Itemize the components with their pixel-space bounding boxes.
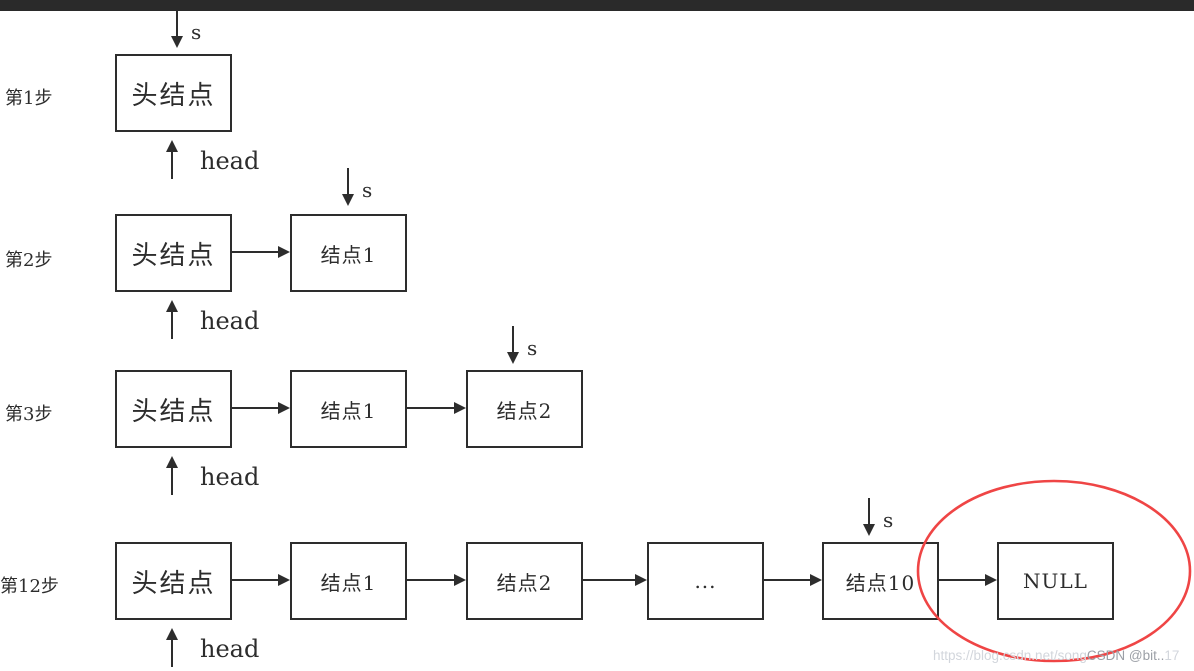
up-arrow-line xyxy=(171,639,173,667)
next-pointer-arrow-icon xyxy=(764,574,822,586)
up-arrow-icon xyxy=(166,456,178,468)
s-pointer-label: s xyxy=(191,20,202,44)
node-box-null: NULL xyxy=(997,542,1114,620)
watermark-suffix: 17 xyxy=(1164,648,1180,663)
node-label: 结点1 xyxy=(320,242,377,267)
s-pointer: s xyxy=(171,10,211,48)
s-pointer: s xyxy=(507,326,547,364)
s-pointer-label: s xyxy=(362,178,373,202)
node-box-1: 结点1 xyxy=(290,214,407,292)
node-label: 头结点 xyxy=(131,568,216,599)
node-label: 头结点 xyxy=(131,240,216,271)
down-arrow-line xyxy=(176,10,178,37)
node-label: 头结点 xyxy=(131,80,216,111)
next-pointer-arrow-icon xyxy=(583,574,647,586)
node-box-head: 头结点 xyxy=(115,370,232,448)
node-label: 结点2 xyxy=(496,398,553,423)
down-arrow-line xyxy=(512,326,514,353)
down-arrow-icon xyxy=(171,36,183,48)
watermark-overlay: CSDN @bit.. xyxy=(1086,648,1165,663)
head-pointer-label: head xyxy=(200,635,260,663)
next-pointer-arrow-icon xyxy=(939,574,997,586)
next-pointer-arrow-icon xyxy=(232,402,290,414)
watermark: https://blog.csdn.net/songCSDN @bit..17 xyxy=(933,648,1179,663)
down-arrow-icon xyxy=(863,524,875,536)
up-arrow-icon xyxy=(166,140,178,152)
head-pointer-label: head xyxy=(200,147,260,175)
head-pointer-label: head xyxy=(200,307,260,335)
s-pointer-label: s xyxy=(527,336,538,360)
step-label-1: 第1步 xyxy=(5,88,53,109)
node-box-ellipsis: ... xyxy=(647,542,764,620)
up-arrow-line xyxy=(171,311,173,339)
head-pointer-label: head xyxy=(200,463,260,491)
node-box-head: 头结点 xyxy=(115,214,232,292)
s-pointer: s xyxy=(863,498,903,536)
node-box-head: 头结点 xyxy=(115,542,232,620)
up-arrow-icon xyxy=(166,628,178,640)
down-arrow-icon xyxy=(507,352,519,364)
head-pointer: head xyxy=(166,300,296,340)
next-pointer-arrow-icon xyxy=(232,574,290,586)
next-pointer-arrow-icon xyxy=(232,246,290,258)
node-box-10: 结点10 xyxy=(822,542,939,620)
step-label-3: 第3步 xyxy=(5,404,53,425)
next-pointer-arrow-icon xyxy=(407,574,466,586)
head-pointer: head xyxy=(166,628,296,668)
step-label-12: 第12步 xyxy=(0,576,59,597)
node-box-1: 结点1 xyxy=(290,370,407,448)
s-pointer: s xyxy=(342,168,382,206)
node-label: NULL xyxy=(1023,569,1088,593)
node-box-head: 头结点 xyxy=(115,54,232,132)
s-pointer-label: s xyxy=(883,508,894,532)
down-arrow-line xyxy=(868,498,870,525)
node-label: 结点1 xyxy=(320,570,377,595)
node-box-1: 结点1 xyxy=(290,542,407,620)
node-box-2: 结点2 xyxy=(466,542,583,620)
up-arrow-icon xyxy=(166,300,178,312)
top-black-bar xyxy=(0,0,1194,11)
node-label: ... xyxy=(694,569,717,593)
watermark-url: https://blog.csdn.net/song xyxy=(933,648,1087,663)
node-label: 结点10 xyxy=(845,570,916,595)
next-pointer-arrow-icon xyxy=(407,402,466,414)
down-arrow-icon xyxy=(342,194,354,206)
step-label-2: 第2步 xyxy=(5,250,53,271)
up-arrow-line xyxy=(171,151,173,179)
node-label: 结点1 xyxy=(320,398,377,423)
head-pointer: head xyxy=(166,456,296,496)
head-pointer: head xyxy=(166,140,296,180)
down-arrow-line xyxy=(347,168,349,195)
up-arrow-line xyxy=(171,467,173,495)
node-box-2: 结点2 xyxy=(466,370,583,448)
node-label: 结点2 xyxy=(496,570,553,595)
node-label: 头结点 xyxy=(131,396,216,427)
